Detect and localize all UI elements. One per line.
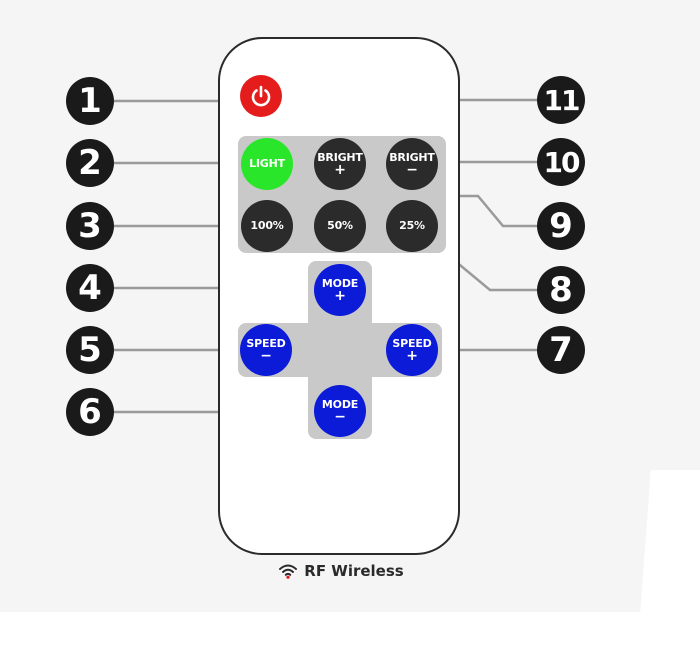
brand-label: RF Wireless — [220, 562, 462, 580]
bright-up-label: BRIGHT — [317, 151, 363, 164]
mode-down-button[interactable]: MODE − — [314, 385, 366, 437]
bright-up-button[interactable]: BRIGHT + — [314, 138, 366, 190]
callout-8: 8 — [537, 266, 585, 314]
light-button[interactable]: LIGHT — [241, 138, 293, 190]
power-button[interactable] — [240, 75, 282, 117]
brightness-25-button[interactable]: 25% — [386, 200, 438, 252]
plus-symbol: + — [406, 348, 418, 364]
callout-11: 11 — [537, 76, 585, 124]
callout-6: 6 — [66, 388, 114, 436]
callout-5: 5 — [66, 326, 114, 374]
speed-up-label: SPEED — [392, 337, 432, 350]
plus-symbol: + — [334, 162, 346, 178]
brightness-100-button[interactable]: 100% — [241, 200, 293, 252]
callout-1: 1 — [66, 77, 114, 125]
mode-down-label: MODE — [321, 398, 359, 411]
brand-text: RF Wireless — [304, 562, 404, 580]
minus-symbol: − — [334, 409, 346, 425]
callout-9: 9 — [537, 202, 585, 250]
minus-symbol: − — [406, 162, 418, 178]
remote-body: LIGHT BRIGHT + BRIGHT − 100% 50% 25% MOD… — [218, 37, 460, 580]
callout-10: 10 — [537, 138, 585, 186]
power-icon — [251, 85, 271, 107]
minus-symbol: − — [260, 348, 272, 364]
wifi-icon — [279, 564, 298, 579]
speed-down-button[interactable]: SPEED − — [240, 324, 292, 376]
callout-3: 3 — [66, 202, 114, 250]
brightness-50-label: 50% — [327, 219, 353, 232]
bright-down-label: BRIGHT — [389, 151, 435, 164]
mode-up-button[interactable]: MODE + — [314, 264, 366, 316]
brightness-50-button[interactable]: 50% — [314, 200, 366, 252]
mode-up-label: MODE — [321, 277, 359, 290]
bright-down-button[interactable]: BRIGHT − — [386, 138, 438, 190]
plus-symbol: + — [334, 288, 346, 304]
callout-7: 7 — [537, 326, 585, 374]
brightness-100-label: 100% — [250, 219, 284, 232]
speed-down-label: SPEED — [246, 337, 286, 350]
light-label: LIGHT — [249, 157, 285, 170]
callout-4: 4 — [66, 264, 114, 312]
speed-up-button[interactable]: SPEED + — [386, 324, 438, 376]
background-floor — [0, 612, 700, 650]
brightness-25-label: 25% — [399, 219, 425, 232]
background-shape — [640, 470, 700, 615]
callout-2: 2 — [66, 139, 114, 187]
